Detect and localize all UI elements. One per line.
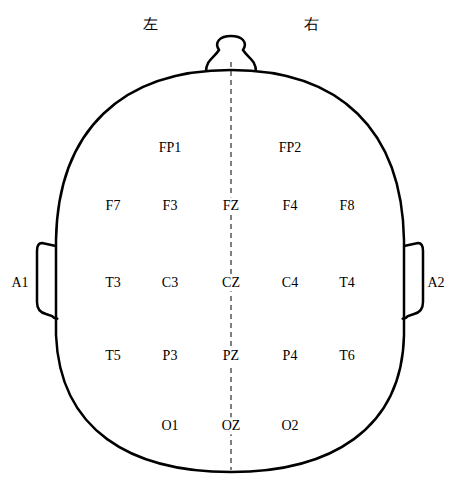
electrode-label: FP2 [277, 139, 304, 156]
side-label: 左 [141, 15, 160, 34]
electrode-label: O1 [159, 417, 180, 434]
electrode-label: F3 [161, 197, 180, 214]
electrode-label: O2 [279, 417, 300, 434]
electrode-label: F7 [104, 197, 123, 214]
electrode-label: C3 [160, 274, 180, 291]
electrode-label: T6 [337, 347, 357, 364]
electrode-label: F8 [338, 197, 357, 214]
electrode-label: C4 [280, 274, 300, 291]
electrode-label: A1 [9, 274, 30, 291]
electrode-label: P4 [281, 347, 300, 364]
side-label: 右 [302, 15, 321, 34]
electrode-label: CZ [220, 274, 242, 291]
electrode-label: F4 [281, 197, 300, 214]
electrode-label: OZ [220, 417, 243, 434]
electrode-label: P3 [161, 347, 180, 364]
midline-dashed [231, 62, 232, 470]
electrode-label: FZ [221, 197, 241, 214]
electrode-label: PZ [221, 347, 241, 364]
electrode-label: T3 [103, 274, 123, 291]
electrode-label: A2 [425, 274, 446, 291]
head-outline [56, 70, 404, 472]
electrode-label: FP1 [157, 139, 184, 156]
electrode-label: T5 [103, 347, 123, 364]
electrode-label: T4 [337, 274, 357, 291]
